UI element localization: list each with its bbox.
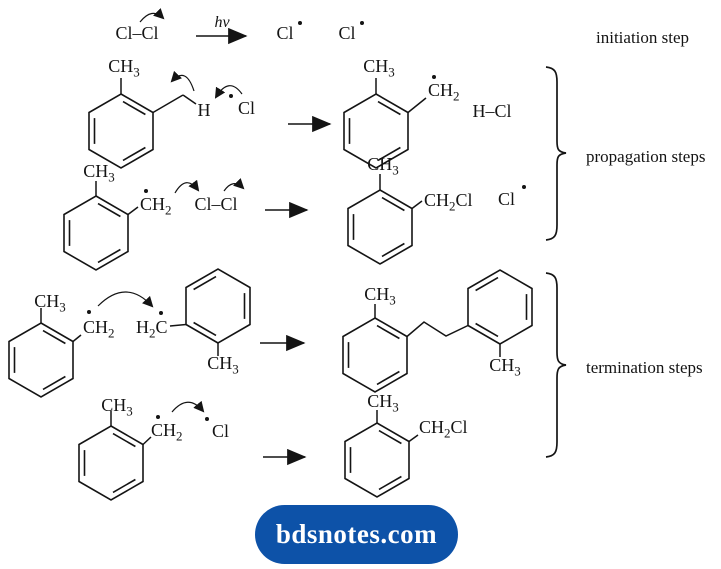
- benzene-ring: [185, 268, 251, 344]
- propagation-steps-label: propagation steps: [586, 147, 705, 166]
- radical-coupling-curved-arrow-icon: [171, 400, 205, 413]
- ch3-label: CH3: [367, 391, 399, 415]
- radical-dot: [144, 189, 148, 193]
- ch3-label: CH3: [364, 284, 396, 308]
- termination-steps-label: termination steps: [586, 358, 703, 377]
- propagation-brace: [545, 66, 567, 241]
- h-label: H: [198, 100, 211, 120]
- ch2-radical-label: CH2: [151, 420, 183, 444]
- ch2-radical-label: CH2: [83, 317, 115, 341]
- benzene-ring: [347, 189, 413, 265]
- curved-arrow-icon: [170, 70, 195, 92]
- benzylic-bond: [408, 434, 419, 443]
- cl2-molecule-label: Cl–Cl: [115, 23, 158, 43]
- o-xylene-molecule: CH3 H: [88, 56, 211, 169]
- ch3-label: CH3: [83, 161, 115, 185]
- propagation-step-2-row: CH3 CH2 Cl–Cl CH3 CH2Cl Cl: [63, 154, 526, 271]
- radical-dot: [205, 417, 209, 421]
- benzylic-bond: [142, 436, 152, 446]
- ch2cl-label: CH2Cl: [419, 417, 468, 441]
- methylbenzyl-chloride-molecule: CH3 CH2Cl: [344, 391, 468, 498]
- bdsnotes-site-badge[interactable]: bdsnotes.com: [255, 505, 458, 564]
- termination-step-2-row: CH3 CH2 Cl CH3 CH2Cl: [78, 391, 468, 501]
- benzene-ring: [78, 425, 144, 501]
- radical-dot: [87, 310, 91, 314]
- radical-dot: [522, 185, 526, 189]
- curved-arrow-icon: [214, 85, 243, 99]
- methylbenzyl-radical-molecule: CH3 CH2: [343, 56, 460, 169]
- curved-arrow-icon: [174, 179, 200, 194]
- ch3-label: CH3: [363, 56, 395, 80]
- benzylic-bond: [411, 200, 423, 210]
- cl2-molecule-label: Cl–Cl: [194, 194, 237, 214]
- cl-label: Cl: [212, 421, 229, 441]
- benzene-ring: [88, 93, 154, 169]
- methylbenzyl-radical-left-molecule: CH3 CH2: [8, 291, 115, 398]
- radical-coupling-curved-arrow-icon: [97, 291, 154, 308]
- benzene-ring: [467, 269, 533, 345]
- benzene-ring: [342, 317, 408, 393]
- benzylic-bond: [169, 323, 187, 327]
- benzylic-bond: [72, 334, 82, 343]
- radical-dot: [298, 21, 302, 25]
- homolysis-curved-arrow-icon: [223, 177, 245, 192]
- chlorine-radical-1-label: Cl: [276, 23, 293, 43]
- benzylic-bond: [407, 97, 427, 114]
- chlorine-radical-2-label: Cl: [338, 23, 355, 43]
- chlorine-radical: Cl: [205, 417, 229, 441]
- benzylic-bond: [127, 206, 139, 216]
- ditolylethane-molecule: CH3 CH3: [342, 269, 533, 393]
- benzene-ring: [344, 422, 410, 498]
- benzene-ring: [8, 322, 74, 398]
- ch3-label: CH3: [101, 395, 133, 419]
- benzene-ring: [63, 195, 129, 271]
- benzylic-bond: [152, 94, 184, 114]
- propagation-step-1-row: CH3 H Cl CH3 CH2 H–Cl: [88, 56, 512, 169]
- ch3-label: CH3: [108, 56, 140, 80]
- radical-dot: [360, 21, 364, 25]
- ethylene-bridge-bonds: [406, 321, 469, 338]
- initiation-step-row: Cl–Cl hν Cl Cl initiation step: [115, 7, 689, 47]
- chlorine-radical: Cl: [229, 94, 255, 118]
- radical-dot: [432, 75, 436, 79]
- radical-dot: [159, 311, 163, 315]
- ch3-label: CH3: [34, 291, 66, 315]
- methylbenzyl-radical-right-molecule: H2C CH3: [136, 268, 251, 377]
- hcl-molecule-label: H–Cl: [472, 101, 511, 121]
- cl-label: Cl: [498, 189, 515, 209]
- ch2cl-label: CH2Cl: [424, 190, 473, 214]
- c-h-bond: [182, 94, 197, 105]
- termination-step-1-row: CH3 CH2 H2C CH3 CH3 CH3: [8, 268, 533, 398]
- ch3-label: CH3: [367, 154, 399, 178]
- bdsnotes-site-label: bdsnotes.com: [275, 519, 438, 549]
- methylbenzyl-radical-molecule: CH3 CH2: [78, 395, 183, 501]
- ch2-radical-label: CH2: [428, 80, 460, 104]
- h2c-radical-label: H2C: [136, 317, 168, 341]
- methylbenzyl-chloride-molecule: CH3 CH2Cl: [347, 154, 473, 265]
- ch2-radical-label: CH2: [140, 194, 172, 218]
- chlorine-radical: Cl: [498, 185, 526, 209]
- radical-dot: [229, 94, 233, 98]
- homolysis-curved-arrow-icon: [139, 7, 165, 23]
- hv-label: hν: [214, 14, 230, 31]
- initiation-step-label: initiation step: [596, 28, 689, 47]
- cl-label: Cl: [238, 98, 255, 118]
- radical-dot: [156, 415, 160, 419]
- ch3-label: CH3: [489, 355, 521, 379]
- termination-brace: [545, 272, 567, 458]
- ch3-label: CH3: [207, 353, 239, 377]
- methylbenzyl-radical-molecule: CH3 CH2: [63, 161, 172, 271]
